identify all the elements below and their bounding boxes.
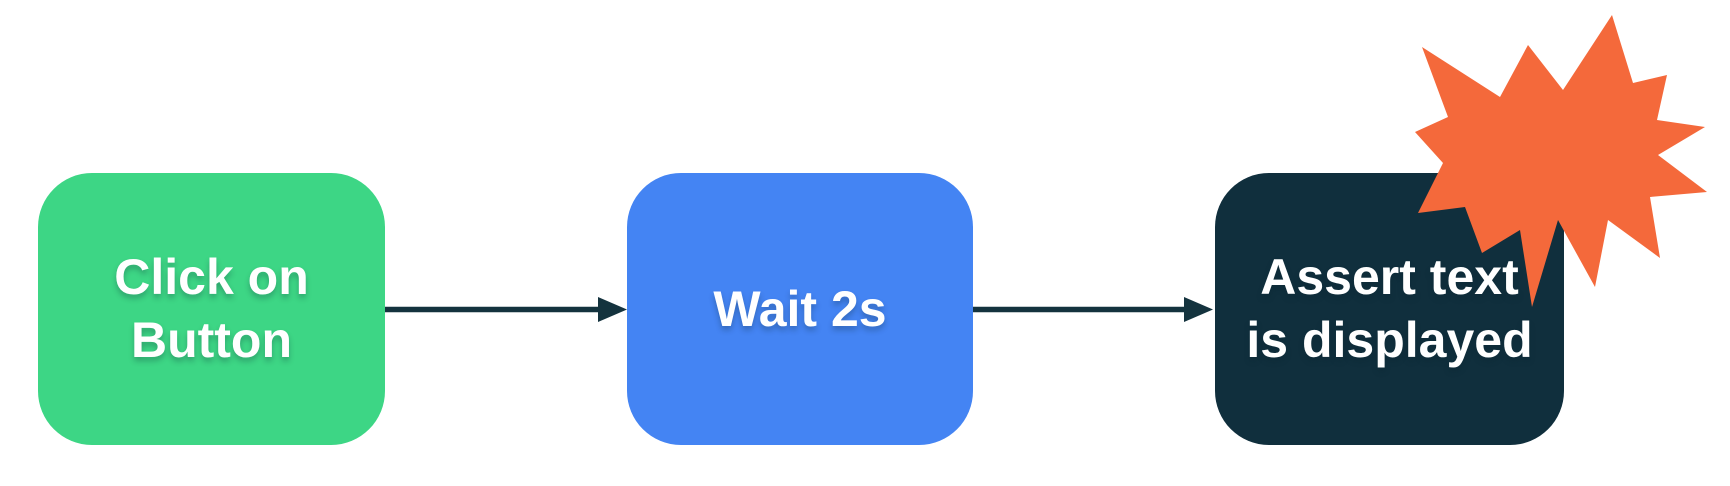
node-click-on-button-label: Click on Button (114, 249, 309, 368)
node-wait-2s[interactable]: Wait 2s (627, 173, 973, 445)
node-click-on-button[interactable]: Click on Button (38, 173, 385, 445)
arrowhead-icon (1184, 297, 1213, 322)
node-assert-text-displayed-label: Assert text is displayed (1246, 249, 1533, 368)
arrowhead-icon (598, 297, 627, 322)
node-assert-text-displayed[interactable]: Assert text is displayed (1215, 173, 1564, 445)
node-wait-2s-label: Wait 2s (713, 280, 887, 337)
arrow-click-to-wait (385, 297, 627, 322)
arrow-wait-to-assert (973, 297, 1213, 322)
